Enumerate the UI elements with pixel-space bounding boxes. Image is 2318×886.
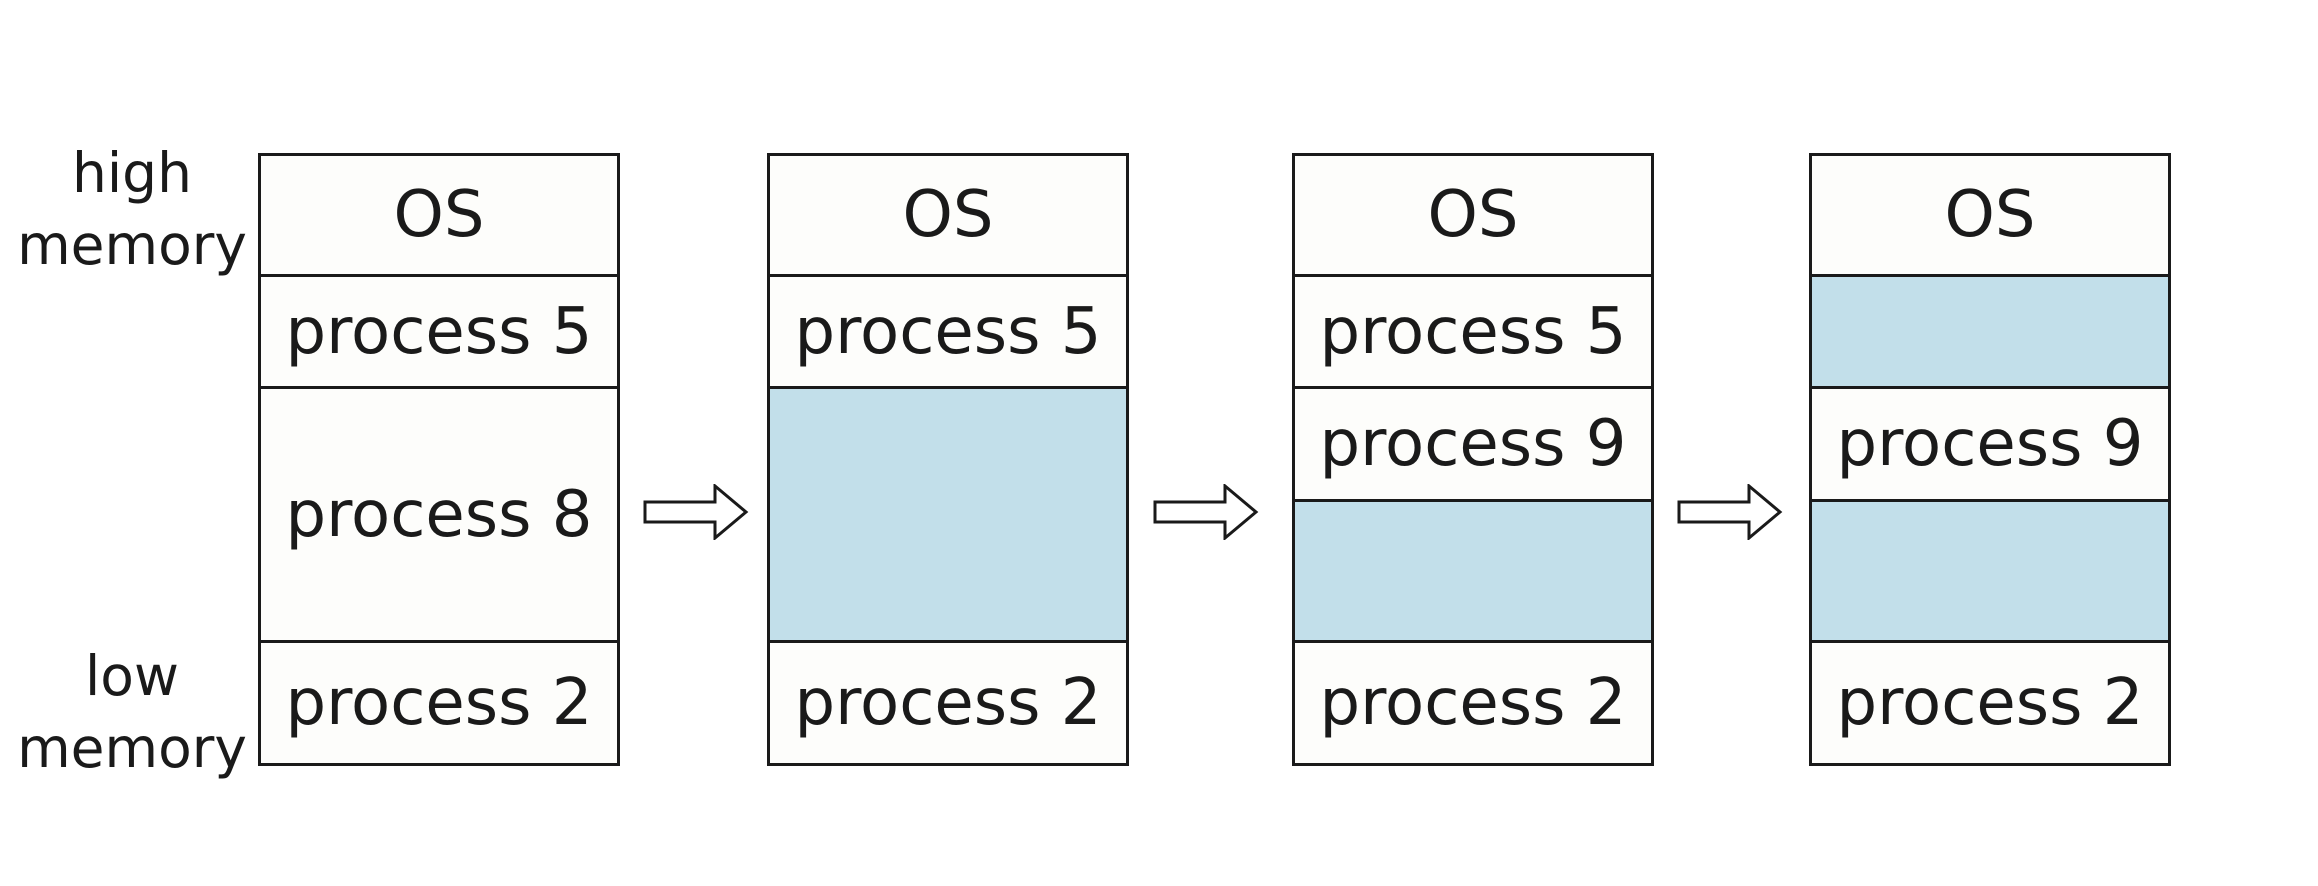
right-arrow-icon xyxy=(643,484,749,540)
memory-block-process-5: process 5 xyxy=(770,277,1126,389)
memory-block-process-2: process 2 xyxy=(1319,666,1627,740)
memory-block-process-2: process 2 xyxy=(794,666,1102,740)
memory-block-process-2: process 2 xyxy=(285,666,593,740)
right-arrow-icon xyxy=(1153,484,1259,540)
memory-block-os: OS xyxy=(261,156,617,277)
memory-block-process-5: process 5 xyxy=(1295,277,1651,389)
memory-block-process-2: process 2 xyxy=(1836,666,2144,740)
memory-column-3: OS process 5 process 9 process 2 xyxy=(1292,153,1654,766)
memory-block-os: OS xyxy=(770,156,1126,277)
memory-block-os: OS xyxy=(1812,156,2168,277)
memory-block-process-9: process 9 xyxy=(1295,389,1651,502)
right-arrow-icon xyxy=(1677,484,1783,540)
memory-column-4: OS process 9 process 2 xyxy=(1809,153,2171,766)
memory-column-1: OS process 5 process 8 process 2 xyxy=(258,153,620,766)
memory-block-process-5: process 5 xyxy=(261,277,617,389)
memory-hole xyxy=(1812,502,2168,643)
memory-block-os: OS xyxy=(1295,156,1651,277)
memory-hole xyxy=(1295,502,1651,643)
memory-hole xyxy=(770,389,1126,643)
memory-column-2: OS process 5 process 2 xyxy=(767,153,1129,766)
high-memory-label: high memory xyxy=(17,141,247,277)
memory-block-process-8: process 8 xyxy=(261,389,617,643)
low-memory-label: low memory xyxy=(17,644,247,780)
memory-hole xyxy=(1812,277,2168,389)
memory-block-process-9: process 9 xyxy=(1812,389,2168,502)
